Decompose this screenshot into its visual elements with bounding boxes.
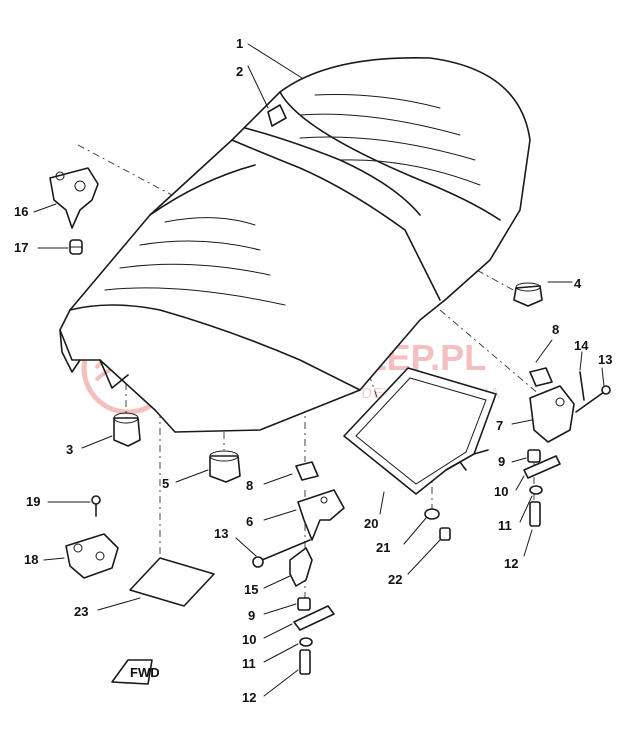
grommet-part-21 bbox=[424, 508, 440, 520]
callout-10-right: 10 bbox=[494, 484, 508, 499]
bolt-part-12-right bbox=[529, 501, 541, 527]
seat-stitch-lines bbox=[104, 94, 481, 306]
callout-9-left: 9 bbox=[248, 608, 255, 623]
collar-part-9-right bbox=[527, 449, 541, 463]
callout-1: 1 bbox=[236, 36, 243, 51]
hinge-bracket-part-7 bbox=[529, 385, 575, 443]
callout-4: 4 bbox=[574, 276, 582, 291]
damper-part-3 bbox=[113, 412, 141, 447]
bolt-part-12-left bbox=[299, 649, 311, 675]
callout-13-right: 13 bbox=[598, 352, 612, 367]
screw-part-22 bbox=[439, 527, 451, 541]
callout-21: 21 bbox=[376, 540, 390, 555]
screw-part-17 bbox=[69, 239, 83, 255]
callout-11-left: 11 bbox=[242, 656, 256, 671]
callout-11-right: 11 bbox=[498, 518, 512, 533]
callout-13-left: 13 bbox=[214, 526, 228, 541]
bolt-part-13-right bbox=[575, 385, 611, 413]
callout-12-right: 12 bbox=[504, 556, 518, 571]
callout-7: 7 bbox=[496, 418, 503, 433]
damper-part-4 bbox=[513, 282, 543, 307]
callout-10-left: 10 bbox=[242, 632, 256, 647]
seat-assembly bbox=[59, 56, 531, 433]
hinge-part-15 bbox=[289, 547, 313, 587]
washer-part-11-right bbox=[529, 485, 543, 495]
screw-part-19 bbox=[91, 495, 101, 517]
callout-6: 6 bbox=[246, 514, 253, 529]
callout-8-left: 8 bbox=[246, 478, 253, 493]
callout-2: 2 bbox=[236, 64, 243, 79]
callout-22: 22 bbox=[388, 572, 402, 587]
callout-3: 3 bbox=[66, 442, 73, 457]
callout-18: 18 bbox=[24, 552, 38, 567]
pin-part-14 bbox=[579, 371, 585, 401]
callout-numbers: 1 2 3 4 5 6 7 8 8 9 9 10 10 11 11 12 12 … bbox=[14, 36, 612, 705]
callout-14: 14 bbox=[574, 338, 589, 353]
clip-part-8-right bbox=[529, 367, 553, 387]
forward-marker-label: FWD bbox=[130, 665, 160, 680]
callout-leaders bbox=[33, 43, 605, 697]
callout-8-right: 8 bbox=[552, 322, 559, 337]
callout-23: 23 bbox=[74, 604, 88, 619]
clip-part-8-left bbox=[295, 461, 319, 481]
sheet-part-23 bbox=[129, 557, 215, 607]
seat-lock-part-16 bbox=[49, 167, 99, 229]
lock-part-18 bbox=[65, 533, 119, 579]
callout-16: 16 bbox=[14, 204, 28, 219]
bolt-part-13-left bbox=[252, 539, 311, 568]
callout-12-left: 12 bbox=[242, 690, 256, 705]
callout-5: 5 bbox=[162, 476, 169, 491]
bracket-part-6 bbox=[297, 489, 345, 541]
callout-19: 19 bbox=[26, 494, 40, 509]
damper-part-5 bbox=[209, 450, 241, 483]
callout-20: 20 bbox=[364, 516, 378, 531]
forward-direction-marker: FWD bbox=[111, 659, 160, 685]
plate-part-10-right bbox=[523, 455, 561, 479]
callout-15: 15 bbox=[244, 582, 258, 597]
washer-part-11-left bbox=[299, 637, 313, 647]
collar-part-9-left bbox=[297, 597, 311, 611]
callout-17: 17 bbox=[14, 240, 28, 255]
tray-part-20 bbox=[343, 367, 497, 495]
callout-9-right: 9 bbox=[498, 454, 505, 469]
plate-part-10-left bbox=[293, 605, 335, 631]
